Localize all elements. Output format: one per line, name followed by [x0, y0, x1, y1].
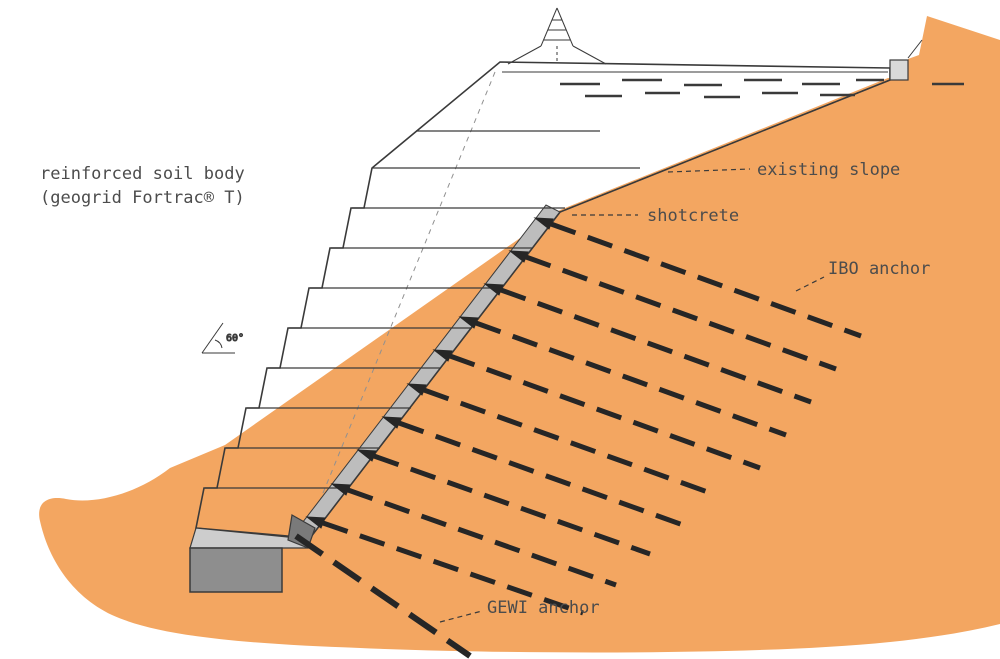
- ibo-anchor-line: [475, 320, 787, 438]
- gewi-anchor-line: [294, 533, 472, 659]
- angle-slant-line: [201, 322, 224, 354]
- anchor-arrowhead: [508, 250, 529, 263]
- ibo-anchor-line: [550, 221, 862, 339]
- gewi-anchor-label: GEWI anchor: [487, 598, 600, 618]
- ibo-anchor-line: [423, 387, 717, 498]
- mast-leg: [556, 7, 574, 47]
- mast-symbol: [507, 7, 607, 65]
- mast-guy-line: [507, 45, 542, 65]
- ibo-anchor-group: [305, 217, 862, 616]
- gewi-head-block: [287, 514, 316, 549]
- ibo-anchor-line: [347, 487, 617, 588]
- foundation-block: [189, 547, 283, 593]
- crest-notch: [889, 59, 909, 81]
- slope-angle-symbol: 60°: [201, 322, 245, 354]
- ibo-anchor-line: [525, 254, 837, 372]
- slope-crest-line: [907, 39, 923, 59]
- ibo-anchor-line: [449, 353, 761, 471]
- natural-ground: [39, 16, 1000, 653]
- anchor-arrowhead: [406, 383, 427, 396]
- ibo-anchor-line: [322, 520, 584, 616]
- ibo-anchor-line: [373, 453, 651, 557]
- ibo-anchor-line: [398, 420, 684, 528]
- excavation-line: [311, 71, 496, 521]
- caption-line-1: reinforced soil body: [40, 164, 245, 184]
- anchor-arrowhead: [432, 349, 453, 362]
- anchor-arrowhead: [533, 217, 554, 230]
- ibo-anchor-label: IBO anchor: [828, 259, 930, 279]
- existing-slope-label: existing slope: [757, 160, 900, 180]
- anchor-arrowhead: [305, 516, 326, 529]
- existing-slope-line: [309, 39, 923, 539]
- gewi-anchor-leader: [439, 610, 483, 623]
- anchor-arrowhead: [483, 283, 504, 296]
- shotcrete-label: shotcrete: [647, 206, 739, 226]
- mast-leg: [540, 7, 558, 47]
- caption-line-2: (geogrid Fortrac® T): [40, 188, 245, 208]
- geogrid-layers: [205, 130, 640, 489]
- mast-guy-line: [572, 45, 607, 65]
- ibo-anchor-line: [500, 287, 812, 405]
- anchor-arrowhead: [330, 483, 351, 496]
- anchor-arrowhead: [356, 449, 377, 462]
- angle-value: 60°: [226, 333, 244, 344]
- anchor-arrowhead: [458, 316, 479, 329]
- labels: reinforced soil body (geogrid Fortrac® T…: [40, 160, 930, 618]
- existing-slope-leader: [667, 168, 751, 173]
- anchor-arrowhead: [381, 416, 402, 429]
- label-leaders: [439, 168, 825, 623]
- shotcrete-face-line: [309, 211, 561, 539]
- top-surface-details: [502, 71, 964, 99]
- angle-arc: [214, 339, 223, 349]
